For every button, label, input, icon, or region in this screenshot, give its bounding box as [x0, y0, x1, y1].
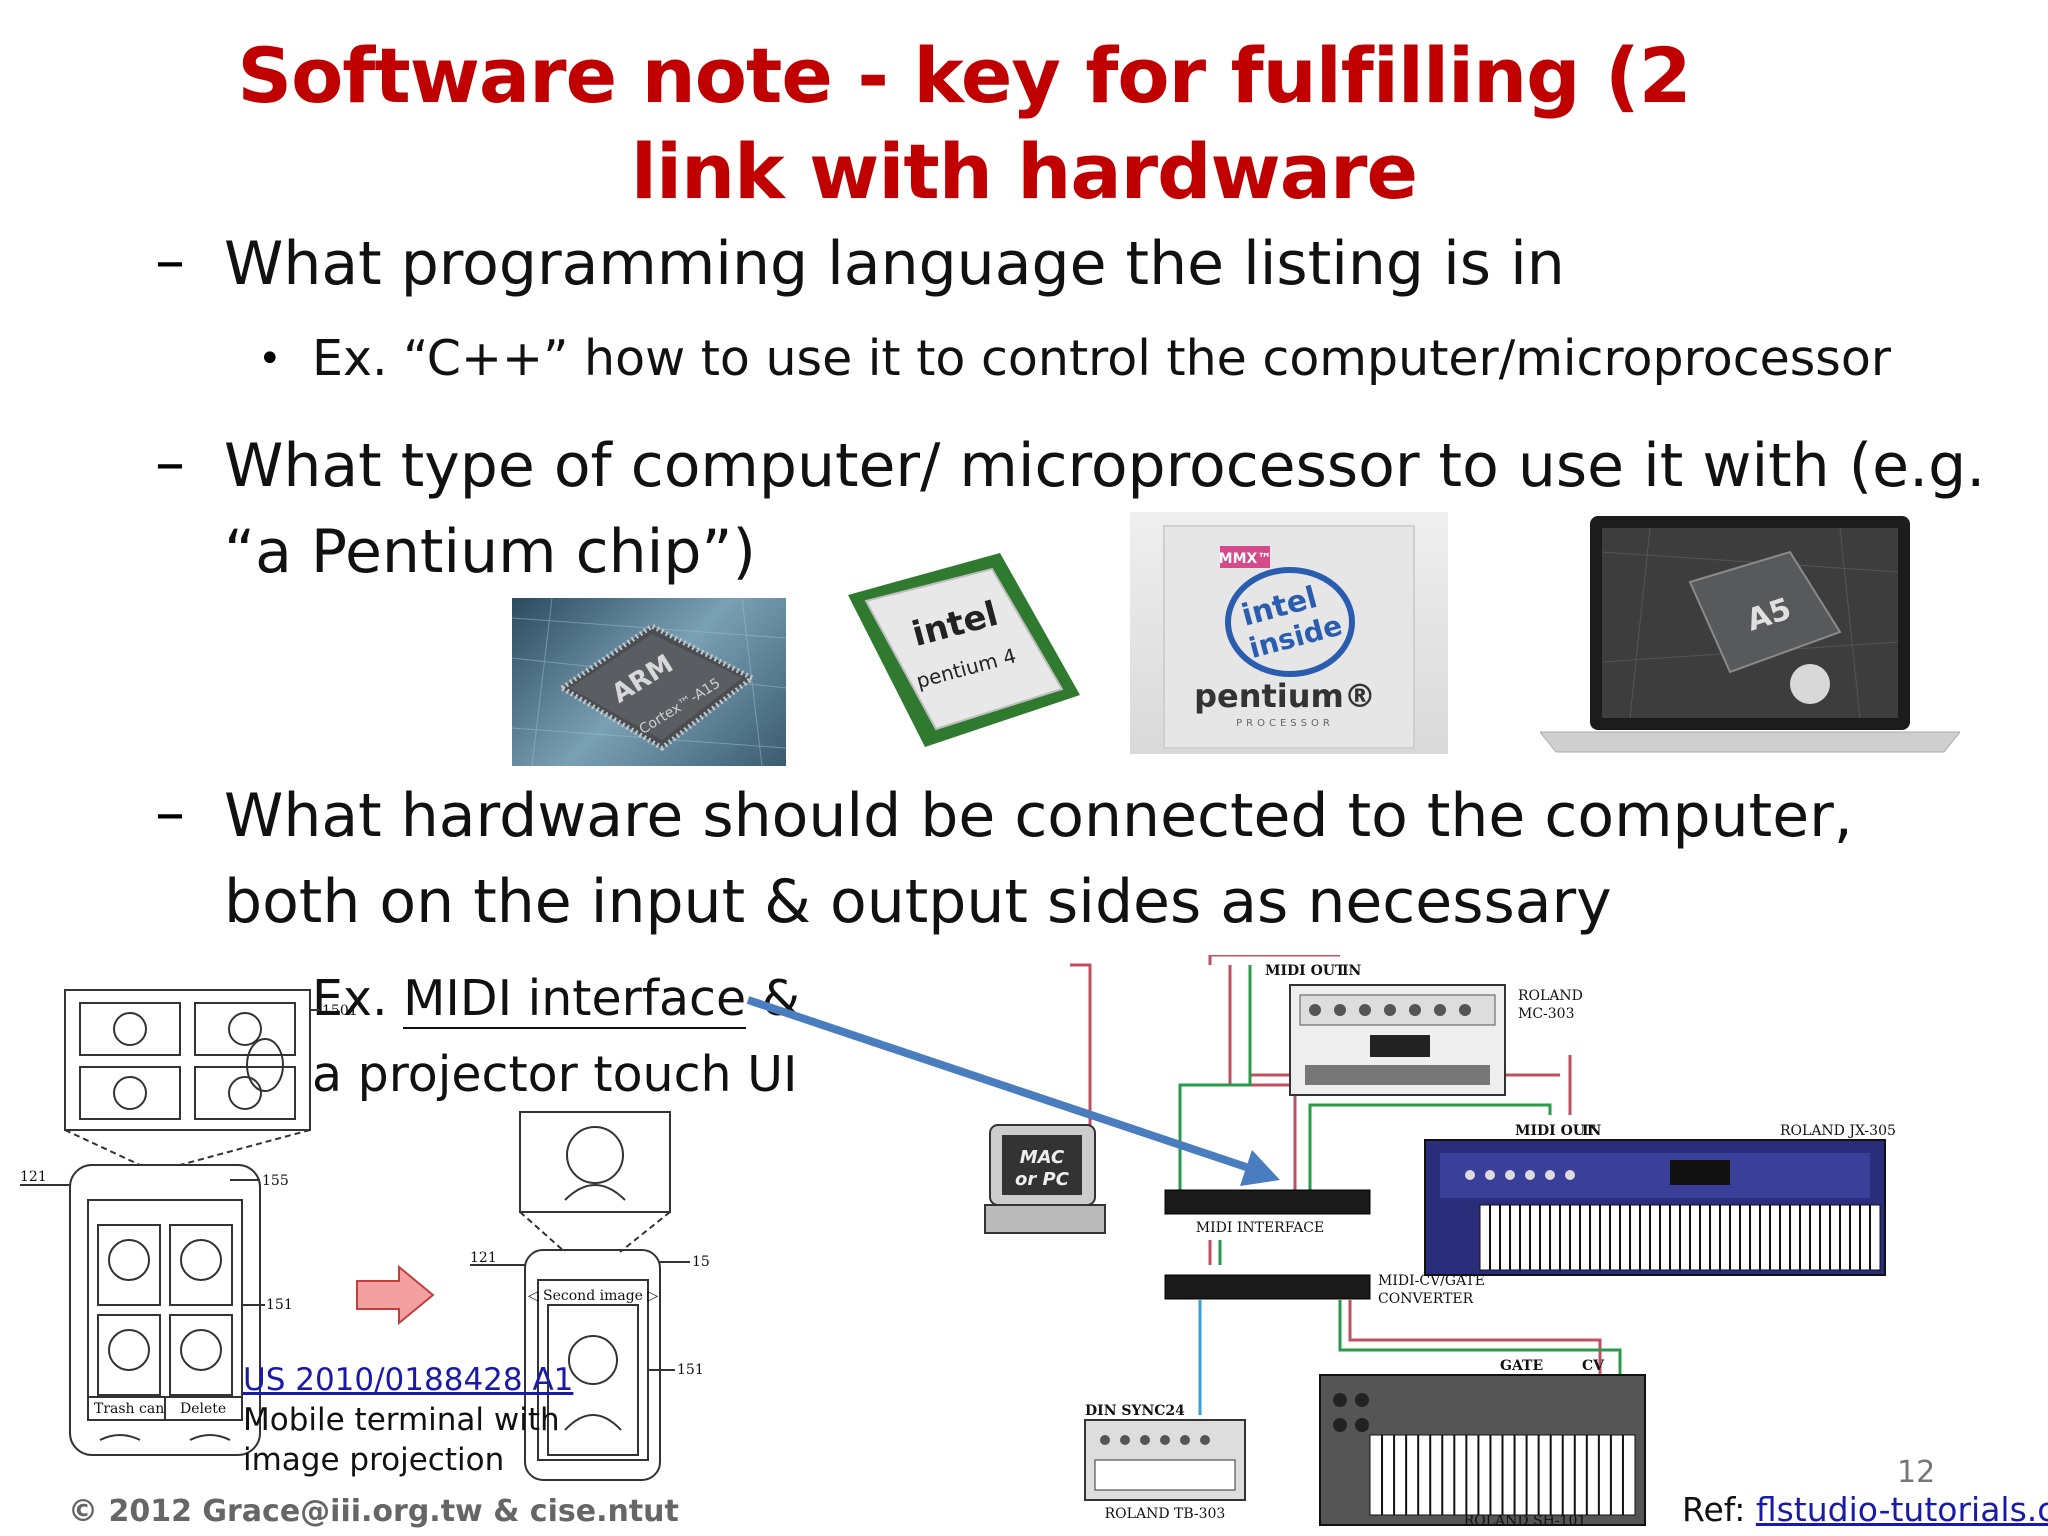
roland-jx-label: ROLAND JX-305 — [1780, 1123, 1896, 1139]
item2-line1: What type of computer/ microprocessor to… — [224, 422, 1985, 510]
din-sync-label: DIN SYNC24 — [1085, 1403, 1185, 1419]
patent-ref-1501: 1501 — [322, 1003, 358, 1019]
copyright-footer: © 2012 Grace@iii.org.tw & cise.ntut — [68, 1494, 679, 1529]
patent-desc-line1: Mobile terminal with — [243, 1402, 560, 1438]
inside-model-text: pentium® — [1194, 677, 1376, 715]
patent-ref-155: 155 — [262, 1173, 289, 1189]
roland-tb-label: ROLAND TB-303 — [1105, 1506, 1226, 1522]
cv-gate-label-line1: MIDI-CV/GATE — [1378, 1273, 1485, 1289]
intel-inside-graphic: MMX™ intel inside pentium® PROCESSOR — [1130, 512, 1448, 754]
slide-title-line1: Software note - key for fulfilling (2 — [0, 28, 1988, 124]
pentium4-chip-image: intel pentium 4 — [840, 545, 1090, 755]
sh-gate-label: GATE — [1500, 1358, 1543, 1374]
patent-number-link[interactable]: US 2010/0188428 A1 — [243, 1362, 573, 1398]
arm-chip-graphic: ARM Cortex™-A15 — [512, 598, 786, 766]
item3-dash: – — [155, 778, 185, 848]
ref-link[interactable]: flstudio-tutorials.com — [1756, 1490, 2048, 1529]
roland-mc-model-label: MC-303 — [1518, 1006, 1575, 1022]
jx-in-label: IN — [1582, 1123, 1602, 1139]
inside-sub-text: PROCESSOR — [1236, 718, 1334, 729]
patent-ref-151b: 151 — [677, 1362, 704, 1378]
patent-delete-label: Delete — [180, 1401, 226, 1417]
intel-inside-image: MMX™ intel inside pentium® PROCESSOR — [1130, 512, 1448, 754]
blue-arrow-icon — [740, 990, 1300, 1210]
sub1-bullet: • — [258, 336, 282, 382]
page-number: 12 — [1897, 1455, 1935, 1490]
sub1-text: Ex. “C++” how to use it to control the c… — [312, 330, 1891, 387]
right-arrow-icon — [355, 1265, 435, 1325]
ref-prefix: Ref: — [1682, 1490, 1756, 1529]
sh-cv-label: CV — [1582, 1358, 1605, 1374]
item1-text: What programming language the listing is… — [224, 220, 1565, 308]
mc-midi-out-label: MIDI OUT — [1265, 963, 1346, 979]
pentium4-chip-graphic: intel pentium 4 — [840, 545, 1090, 755]
roland-sh-label: ROLAND SH-101 — [1464, 1513, 1587, 1529]
arm-chip-image: ARM Cortex™-A15 — [512, 598, 786, 766]
item3-line2: both on the input & output sides as nece… — [224, 858, 1612, 946]
item2-line2: “a Pentium chip”) — [224, 508, 756, 596]
patent-trash-label: Trash can — [94, 1401, 164, 1417]
slide-title-line2: link with hardware — [0, 124, 2048, 220]
patent-ref-151: 151 — [266, 1297, 293, 1313]
a5-laptop-graphic: A5 — [1540, 512, 1960, 756]
mc-in-label: IN — [1342, 963, 1362, 979]
roland-mc-label: ROLAND — [1518, 988, 1583, 1004]
patent-desc-line2: image projection — [243, 1442, 504, 1478]
a5-laptop-image: A5 — [1540, 512, 1960, 756]
patent-ref-121: 121 — [20, 1169, 47, 1185]
midi-interface-label: MIDI INTERFACE — [1196, 1220, 1325, 1236]
item3-line1: What hardware should be connected to the… — [224, 772, 1853, 860]
reference: Ref: flstudio-tutorials.com — [1682, 1490, 2048, 1529]
patent-ref-155b: 155 — [692, 1254, 710, 1270]
patent-number-text[interactable]: US 2010/0188428 A1 — [243, 1362, 573, 1398]
patent-second-image-label: ◁ Second image ▷ — [528, 1288, 659, 1304]
patent-ref-121b: 121 — [470, 1250, 497, 1266]
item1-dash: – — [155, 226, 185, 296]
item2-dash: – — [155, 428, 185, 498]
mmx-badge-text: MMX™ — [1219, 551, 1272, 567]
cv-gate-label-line2: CONVERTER — [1378, 1291, 1474, 1307]
